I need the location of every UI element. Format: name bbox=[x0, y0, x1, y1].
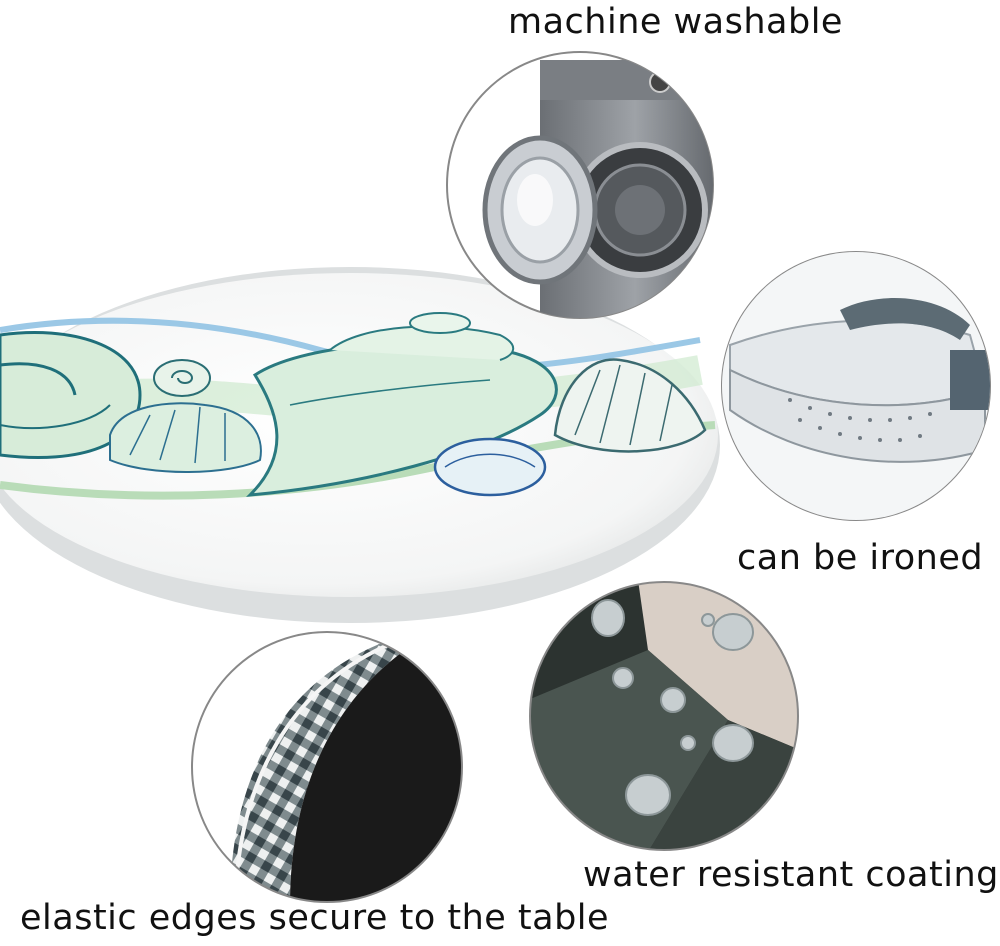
steam-iron-photo bbox=[721, 251, 991, 521]
scallop-shell-drawing bbox=[109, 402, 262, 473]
water-resistant-label: water resistant coating bbox=[583, 855, 999, 895]
water-droplets-photo bbox=[529, 581, 799, 851]
machine-washable-label: machine washable bbox=[508, 2, 843, 42]
elastic-edge-photo bbox=[191, 631, 463, 903]
seashell-tablecloth-image bbox=[0, 267, 720, 623]
conch-shell-drawing bbox=[246, 312, 558, 497]
fan-shell-drawing bbox=[553, 358, 707, 453]
spiral-shell-drawing bbox=[153, 359, 211, 397]
clam-shell-drawing bbox=[433, 437, 547, 497]
washing-machine-photo bbox=[446, 51, 714, 319]
shell-left-drawing bbox=[0, 331, 142, 459]
elastic-edges-label: elastic edges secure to the table bbox=[20, 898, 610, 938]
can-be-ironed-label: can be ironed bbox=[737, 538, 984, 578]
